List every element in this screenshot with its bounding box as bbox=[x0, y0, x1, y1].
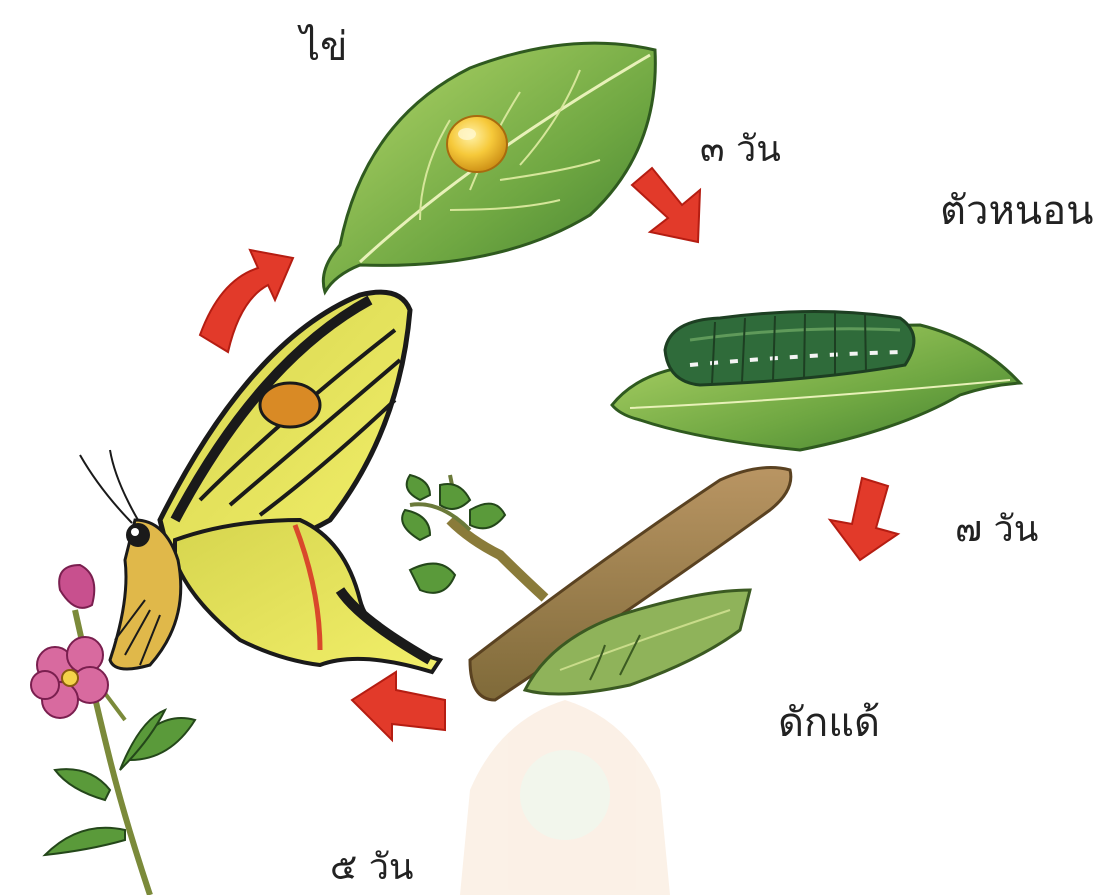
arrow-larva-to-pupa bbox=[830, 478, 898, 560]
adult-butterfly bbox=[80, 292, 440, 672]
flower-bud bbox=[59, 565, 94, 608]
stage-label-egg: ไข่ bbox=[300, 14, 347, 78]
branch-leaves bbox=[402, 475, 505, 593]
duration-label-larva-to-pupa: ๗ วัน bbox=[955, 500, 1038, 557]
arrow-pupa-to-adult bbox=[352, 672, 445, 740]
arrow-egg-to-larva bbox=[632, 168, 700, 242]
duration-label-pupa-to-adult: ๕ วัน bbox=[330, 838, 414, 895]
egg bbox=[447, 116, 507, 172]
arrow-adult-to-egg bbox=[200, 250, 293, 352]
stage-label-larva: ตัวหนอน bbox=[940, 178, 1094, 242]
watermark-seal bbox=[460, 700, 670, 895]
stage-label-pupa: ดักแด้ bbox=[778, 690, 880, 754]
duration-label-egg-to-larva: ๓ วัน bbox=[700, 120, 781, 177]
